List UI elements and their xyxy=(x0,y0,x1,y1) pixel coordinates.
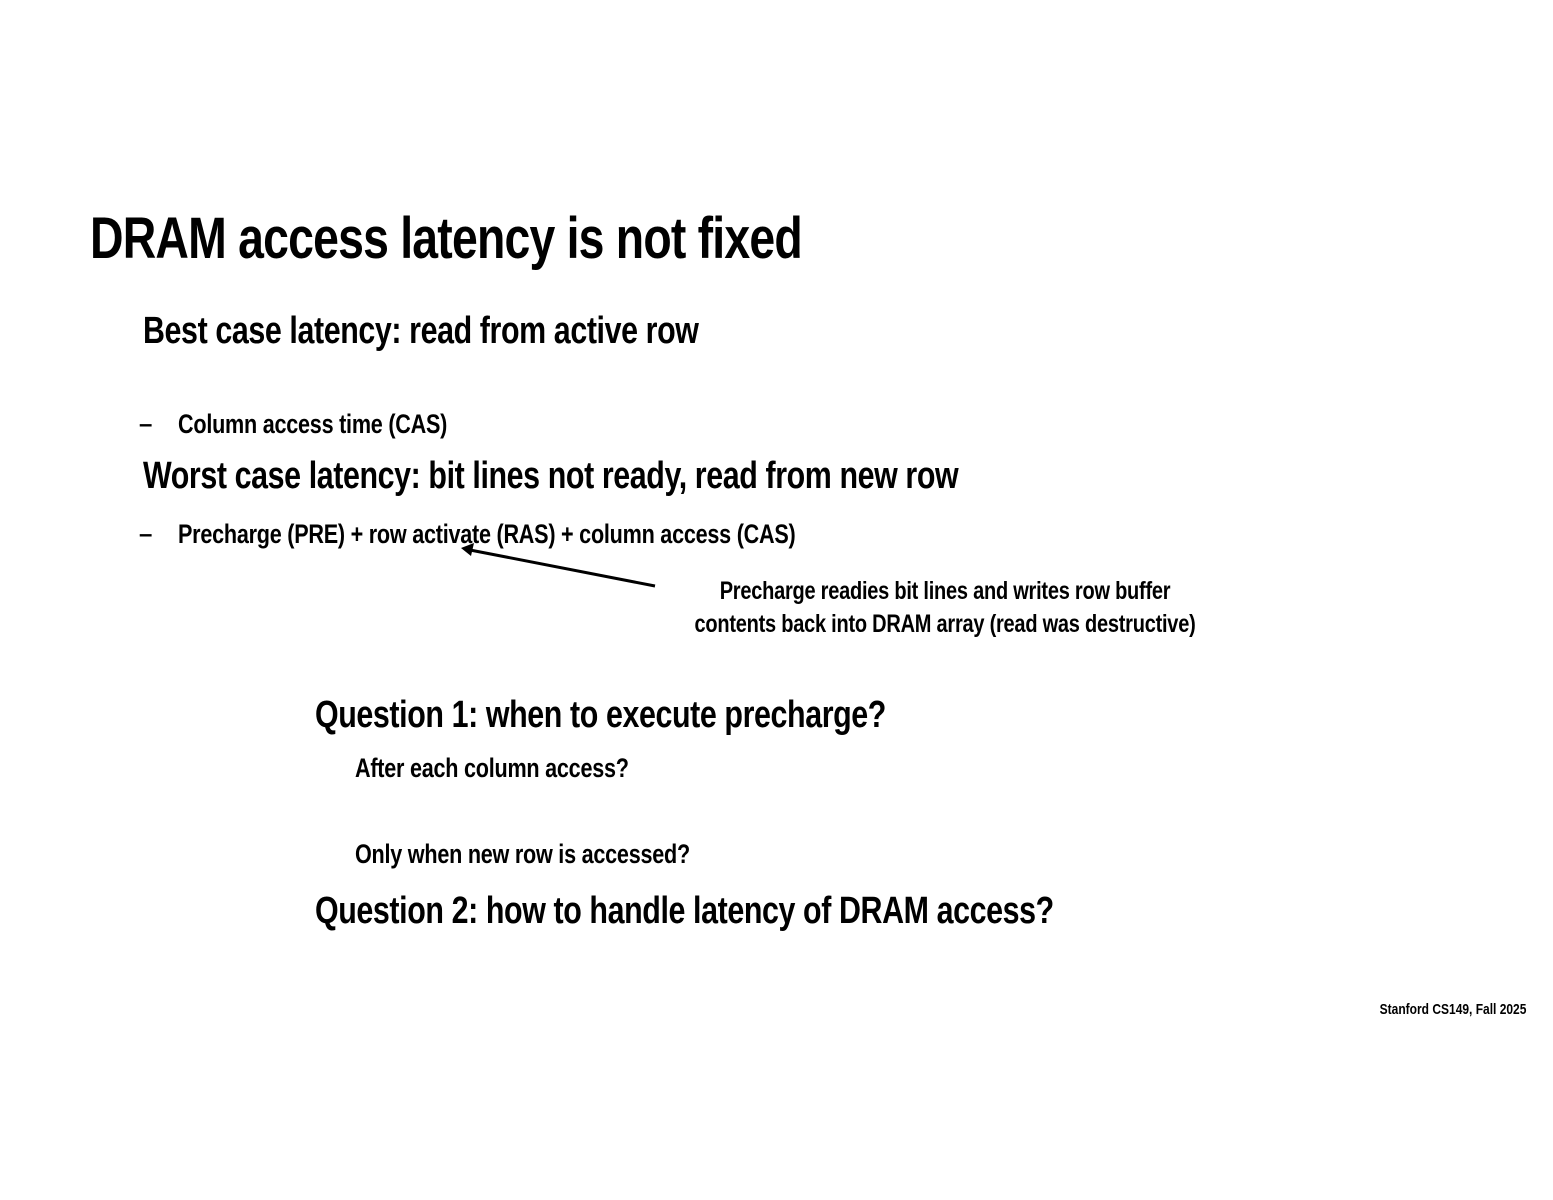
question1-option2: Only when new row is accessed? xyxy=(355,839,690,869)
worst-case-bullet: Precharge (PRE) + row activate (RAS) + c… xyxy=(178,519,796,549)
footer-credit: Stanford CS149, Fall 2025 xyxy=(1379,1001,1526,1018)
question1-heading: Question 1: when to execute precharge? xyxy=(315,694,886,736)
precharge-annotation-line1: Precharge readies bit lines and writes r… xyxy=(719,577,1171,605)
worst-case-bullet-marker: – xyxy=(139,521,153,548)
best-case-bullet-marker: – xyxy=(139,411,153,438)
precharge-annotation: Precharge readies bit lines and writes r… xyxy=(681,575,1209,641)
question1-option1: After each column access? xyxy=(355,753,629,783)
question2-heading: Question 2: how to handle latency of DRA… xyxy=(315,890,1054,932)
annotation-arrowhead xyxy=(461,543,474,556)
best-case-heading: Best case latency: read from active row xyxy=(143,310,699,352)
worst-case-heading: Worst case latency: bit lines not ready,… xyxy=(143,455,959,497)
best-case-bullet: Column access time (CAS) xyxy=(178,409,448,439)
slide-title: DRAM access latency is not fixed xyxy=(90,206,803,271)
annotation-arrow-line xyxy=(469,548,656,588)
precharge-annotation-line2: contents back into DRAM array (read was … xyxy=(694,610,1196,638)
